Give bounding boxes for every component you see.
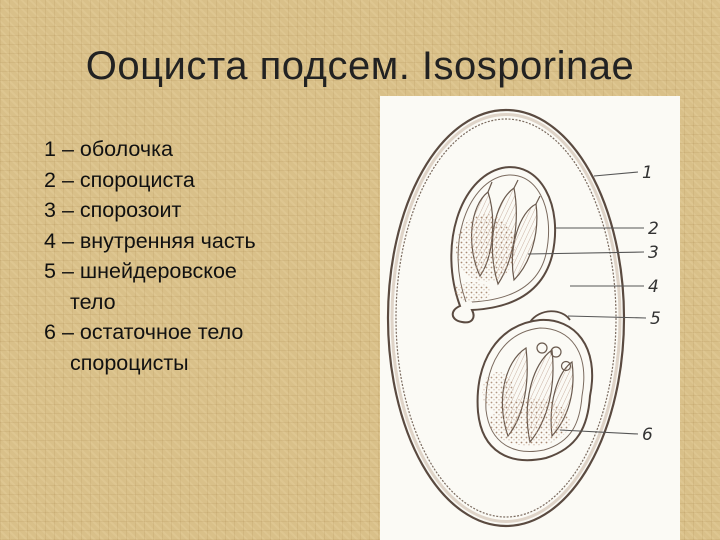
legend-separator: –	[55, 167, 80, 192]
legend-item: 2 – спороциста	[44, 165, 374, 196]
figure-label-4: 4	[648, 277, 659, 297]
figure-label-6: 6	[642, 425, 653, 445]
legend-separator: –	[55, 198, 80, 222]
sporocyst-lower	[476, 310, 594, 462]
legend-text: остаточное тело	[79, 320, 244, 344]
legend-item: 5 – шнейдеровское тело	[44, 256, 374, 317]
legend-number: 4	[44, 228, 56, 253]
residual-body	[456, 214, 516, 282]
legend-text: шнейдеровское	[79, 259, 237, 283]
legend-list: 1 – оболочка 2 – спороциста 3 – спорозои…	[44, 134, 374, 378]
legend-text: внутренняя часть	[79, 228, 256, 253]
oocyst-drawing: 1 2 3 4 5 6	[386, 108, 661, 528]
figure-label-1: 1	[642, 163, 653, 183]
legend-text-continuation: спороцисты	[70, 350, 189, 375]
sporocyst-upper	[450, 166, 557, 324]
legend-text: спорозоит	[79, 198, 182, 222]
legend-separator: –	[55, 228, 80, 253]
oocyst-wall-outer	[386, 108, 626, 528]
legend-number: 3	[44, 198, 56, 222]
legend-number: 2	[44, 167, 56, 192]
legend-item: 1 – оболочка	[44, 134, 374, 165]
legend-text-continuation: тело	[70, 289, 116, 314]
residual-body	[490, 398, 570, 446]
legend-number: 5	[44, 259, 56, 283]
oocyst-wall-inner	[395, 118, 617, 518]
legend-item: 6 – остаточное тело спороцисты	[44, 317, 374, 378]
legend-text: оболочка	[79, 137, 173, 161]
legend-number: 6	[44, 320, 56, 344]
figure-label-3: 3	[648, 243, 659, 263]
legend-separator: –	[55, 259, 80, 283]
legend-separator: –	[55, 137, 80, 161]
figure-label-5: 5	[650, 309, 661, 329]
legend-separator: –	[55, 320, 80, 344]
leader-lines	[527, 171, 647, 435]
legend-number: 1	[44, 137, 56, 161]
figure-label-2: 2	[648, 219, 659, 239]
legend-item: 3 – спорозоит	[44, 195, 374, 226]
slide-title: Ооциста подсем. Isosporinae	[85, 44, 635, 88]
legend-item: 4 – внутренняя часть	[44, 226, 374, 257]
legend-text: спороциста	[79, 167, 195, 192]
oocyst-illustration: 1 2 3 4 5 6	[380, 96, 680, 540]
